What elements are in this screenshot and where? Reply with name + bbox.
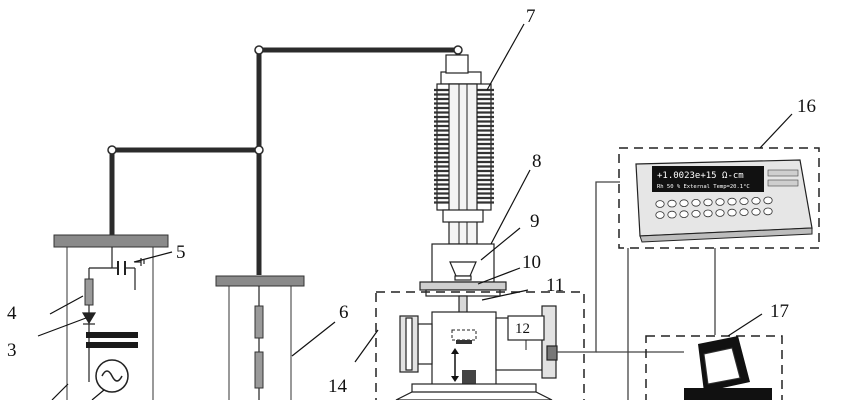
callout-9: 9 <box>530 211 540 232</box>
callout-4: 4 <box>7 303 17 324</box>
transformer <box>86 332 138 348</box>
keypad-button <box>763 196 773 205</box>
keypad-button <box>679 199 689 208</box>
keypad-button <box>715 198 725 206</box>
hv-bushing-7 <box>434 54 494 245</box>
keypad-button <box>703 198 713 207</box>
electrometer-display <box>652 166 764 192</box>
callout-8: 8 <box>532 151 542 172</box>
keypad-button <box>655 200 665 208</box>
keypad-button <box>691 210 701 218</box>
keypad-button <box>727 197 737 206</box>
keypad-button <box>739 197 749 206</box>
electrometer-reading: +1.0023e+15 Ω-cm <box>657 171 744 181</box>
keypad-button <box>751 197 761 205</box>
capacitor-5 <box>117 261 126 275</box>
callout-12: 12 <box>515 321 530 337</box>
computer-17 <box>684 336 772 400</box>
conductor-joints <box>107 45 463 155</box>
callout-5: 5 <box>176 242 186 263</box>
chamber-base <box>395 383 553 400</box>
voltage-divider-6 <box>215 275 305 400</box>
sensor-box-12 <box>507 315 545 341</box>
keypad-button <box>667 210 677 219</box>
callout-14: 14 <box>328 376 348 397</box>
computer-frame-17 <box>645 335 783 400</box>
callout-11: 11 <box>546 275 564 296</box>
keypad-button <box>763 207 773 216</box>
callout-17: 17 <box>770 301 789 322</box>
resistor-4 <box>84 278 94 306</box>
keypad-button <box>703 209 713 218</box>
electrometer-status: Rh 50 % External Temp=20.1°C <box>657 184 750 190</box>
signal-cables <box>557 181 716 400</box>
callout-7: 7 <box>526 6 536 27</box>
callout-6: 6 <box>339 302 349 323</box>
leader-lines <box>37 23 793 400</box>
electrometer-16: +1.0023e+15 Ω-cm Rh 50 % External Temp=2… <box>635 159 813 243</box>
callout-16: 16 <box>797 96 816 117</box>
keypad-button <box>751 208 761 216</box>
callout-labels: 3 4 5 6 7 8 9 10 11 12 14 16 17 <box>7 6 816 397</box>
keypad-button <box>715 209 725 217</box>
callout-3: 3 <box>7 340 17 361</box>
keypad-button <box>739 208 749 217</box>
electrometer-buttons <box>655 196 773 219</box>
keypad-button <box>691 199 701 207</box>
keypad-button <box>667 199 677 208</box>
keypad-button <box>727 208 737 217</box>
keypad-button <box>655 211 665 219</box>
test-chamber-frame-14 <box>375 291 585 400</box>
callout-10: 10 <box>522 252 541 273</box>
ac-source <box>95 359 129 393</box>
keypad-button <box>679 210 689 219</box>
